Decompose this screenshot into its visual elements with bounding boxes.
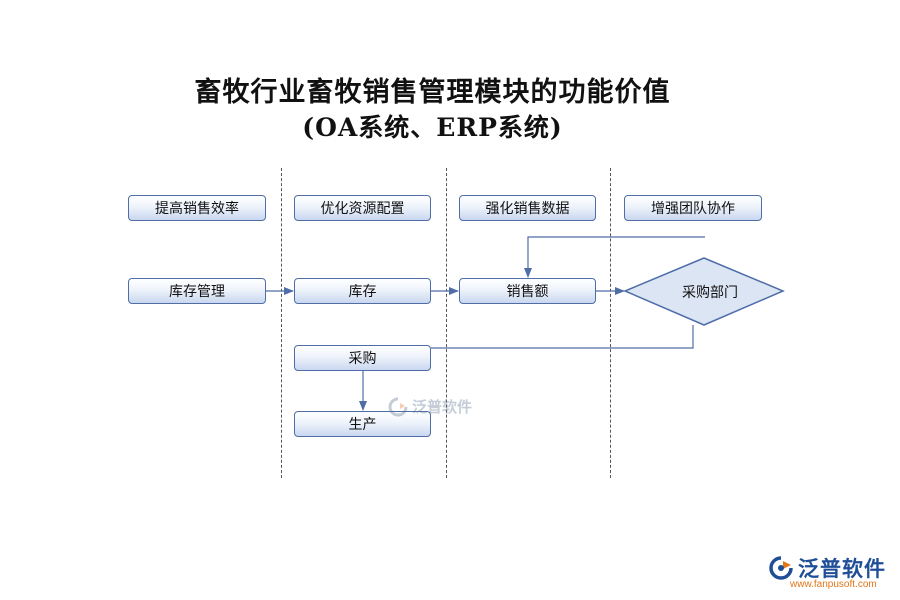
arrow-teamwork-to-sales xyxy=(524,236,705,278)
column-divider-3 xyxy=(610,168,611,478)
watermark-text: 泛普软件 xyxy=(412,398,473,416)
node-purchasing-department-label: 采购部门 xyxy=(682,285,738,301)
node-sales-amount: 销售额 xyxy=(459,278,596,304)
line-purchasing-dept-to-purchasing xyxy=(431,325,694,349)
header-improve-sales-efficiency: 提高销售效率 xyxy=(128,195,266,221)
watermark: 泛普软件 xyxy=(388,396,472,417)
node-inventory: 库存 xyxy=(294,278,431,304)
column-divider-2 xyxy=(446,168,447,478)
header-optimize-resources: 优化资源配置 xyxy=(294,195,431,221)
column-divider-1 xyxy=(281,168,282,478)
node-purchasing: 采购 xyxy=(294,345,431,371)
node-inventory-management: 库存管理 xyxy=(128,278,266,304)
watermark-logo-icon xyxy=(388,397,408,416)
diagram-title: 畜牧行业畜牧销售管理模块的功能价值 xyxy=(194,77,671,108)
brand-url: www.fanpusoft.com xyxy=(790,579,877,590)
diagram-subtitle: (OA系统、ERP系统) xyxy=(302,113,563,142)
header-enhance-teamwork: 增强团队协作 xyxy=(624,195,762,221)
header-strengthen-sales-data: 强化销售数据 xyxy=(459,195,596,221)
brand-logo-text: 泛普软件 xyxy=(798,557,886,581)
node-production: 生产 xyxy=(294,411,431,437)
brand-logo-icon xyxy=(769,556,793,580)
brand-logo: 泛普软件 xyxy=(768,553,886,583)
